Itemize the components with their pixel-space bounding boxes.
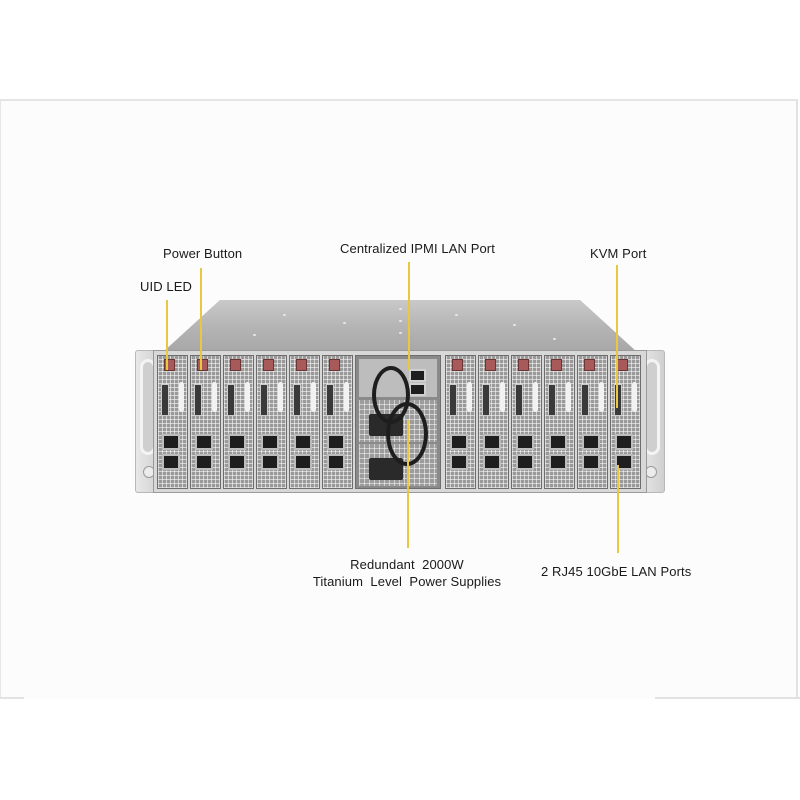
server-node (256, 355, 287, 489)
server-node (289, 355, 320, 489)
rj45-port-icon (261, 434, 279, 450)
leader-line-ipmi (408, 262, 410, 370)
server-node (157, 355, 188, 489)
callout-lan-ports: 2 RJ45 10GbE LAN Ports (541, 564, 692, 579)
callout-uid-led: UID LED (140, 279, 192, 294)
server-node (511, 355, 542, 489)
kvm-port-icon (515, 384, 523, 416)
callout-psu-line2: Titanium Level Power Supplies (312, 574, 502, 589)
callout-kvm-port: KVM Port (590, 246, 647, 261)
rj45-port-icon (327, 434, 345, 450)
callout-ipmi-lan-port: Centralized IPMI LAN Port (340, 241, 495, 256)
panel-edge (655, 697, 800, 699)
rj45-port-icon (516, 434, 534, 450)
leader-line-kvm (616, 265, 618, 408)
rj45-port-icon (516, 454, 534, 470)
server-node (445, 355, 476, 489)
kvm-port-icon (293, 384, 301, 416)
rj45-port-icon (327, 454, 345, 470)
rj45-port-icon (450, 454, 468, 470)
panel-edge (0, 697, 24, 699)
callout-power-button: Power Button (163, 246, 243, 261)
rj45-port-icon (294, 454, 312, 470)
kvm-port-icon (581, 384, 589, 416)
rj45-port-icon (195, 454, 213, 470)
server-node (544, 355, 575, 489)
rj45-port-icon (228, 434, 246, 450)
rj45-port-icon (261, 454, 279, 470)
rj45-port-icon (162, 434, 180, 450)
kvm-port-icon (194, 384, 202, 416)
kvm-port-icon (227, 384, 235, 416)
leader-line-power-button (200, 268, 202, 370)
rj45-port-icon (549, 454, 567, 470)
power-supply-bay (355, 355, 441, 489)
kvm-port-icon (449, 384, 457, 416)
kvm-port-icon (482, 384, 490, 416)
rj45-port-icon (162, 454, 180, 470)
rj45-port-icon (615, 434, 633, 450)
server-chassis (135, 300, 665, 495)
rj45-port-icon (582, 454, 600, 470)
rj45-port-icon (615, 454, 633, 470)
kvm-port-icon (260, 384, 268, 416)
chassis-front (153, 350, 647, 493)
leader-line-lan-ports (617, 465, 619, 553)
kvm-port-icon (161, 384, 169, 416)
rj45-port-icon (294, 434, 312, 450)
server-node (190, 355, 221, 489)
rj45-port-icon (228, 454, 246, 470)
callout-power-supplies: Redundant 2000W Titanium Level Power Sup… (313, 556, 501, 590)
server-node (478, 355, 509, 489)
leader-line-power-supplies (407, 420, 409, 548)
kvm-port-icon (548, 384, 556, 416)
leader-line-uid-led (166, 300, 168, 370)
kvm-port-icon (326, 384, 334, 416)
kvm-port-icon (614, 384, 622, 416)
rj45-port-icon (582, 434, 600, 450)
uid-led-icon (164, 359, 175, 371)
ipmi-lan-port-icon (409, 383, 426, 396)
chassis-lid (163, 300, 637, 352)
power-button-icon[interactable] (197, 359, 208, 371)
server-node (322, 355, 353, 489)
rj45-port-icon (483, 454, 501, 470)
rj45-port-icon (195, 434, 213, 450)
rj45-port-icon (549, 434, 567, 450)
server-node (610, 355, 641, 489)
rj45-port-icon (450, 434, 468, 450)
server-node (223, 355, 254, 489)
callout-psu-line1: Redundant 2000W (350, 557, 464, 572)
server-node (577, 355, 608, 489)
power-plug-icon (369, 458, 403, 480)
ipmi-lan-port-icon (409, 369, 426, 382)
rj45-port-icon (483, 434, 501, 450)
